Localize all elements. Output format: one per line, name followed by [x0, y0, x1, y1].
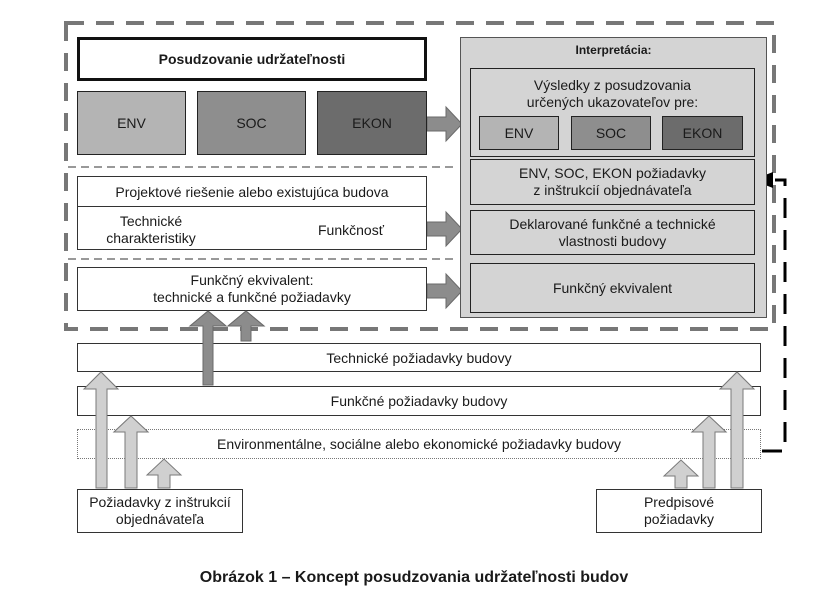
pillar-ekon-label: EKON	[352, 115, 392, 131]
technical-characteristics-line1: Technické	[119, 213, 183, 229]
pillar-soc: SOC	[197, 91, 306, 155]
equivalent-line1: Funkčný ekvivalent:	[190, 272, 314, 288]
client-requirements-box: ENV, SOC, EKON požiadavky z inštrukcií o…	[470, 159, 755, 205]
result-ekon-label: EKON	[682, 125, 723, 141]
results-box: Výsledky z posudzovania určených ukazova…	[470, 68, 755, 157]
regulatory-source-line2: požiadavky	[643, 511, 715, 527]
assessment-title: Posudzovanie udržateľnosti	[158, 51, 346, 67]
client-req-line1: ENV, SOC, EKON požiadavky	[518, 165, 706, 181]
regulatory-source-line1: Predpisové	[643, 494, 715, 510]
feedback-loop-line	[762, 178, 787, 453]
technical-requirements-bar: Technické požiadavky budovy	[77, 343, 761, 372]
arrow-right-icon-building	[426, 210, 463, 248]
technical-requirements-label: Technické požiadavky budovy	[326, 349, 512, 366]
interpretation-title: Interpretácia:	[575, 43, 652, 57]
pillar-env-label: ENV	[117, 115, 146, 131]
arrow-up-icon-client-env	[145, 458, 183, 489]
arrow-right-icon-pillars	[426, 105, 463, 143]
functional-requirements-label: Funkčné požiadavky budovy	[330, 393, 508, 409]
client-source-line1: Požiadavky z inštrukcií	[89, 494, 231, 510]
result-soc: SOC	[571, 116, 651, 150]
equivalent-line2: technické a funkčné požiadavky	[153, 289, 351, 305]
arrow-up-icon-technical	[226, 310, 266, 342]
results-text: Výsledky z posudzovania určených ukazova…	[471, 69, 754, 111]
building-title: Projektové riešenie alebo existujúca bud…	[78, 177, 426, 207]
client-requirements-source: Požiadavky z inštrukcií objednávateľa	[77, 489, 243, 533]
interpretation-panel: Interpretácia: Výsledky z posudzovania u…	[460, 37, 767, 318]
results-line1: Výsledky z posudzovania	[533, 77, 692, 93]
functional-requirements-bar: Funkčné požiadavky budovy	[77, 386, 761, 416]
declared-line1: Deklarované funkčné a technické	[509, 215, 716, 232]
client-req-line2: z inštrukcií objednávateľa	[533, 182, 692, 198]
assessment-title-box: Posudzovanie udržateľnosti	[77, 37, 427, 81]
technical-characteristics: Technické charakteristiky	[96, 213, 206, 247]
functionality-label: Funkčnosť	[318, 222, 384, 238]
functional-equivalent-result: Funkčný ekvivalent	[552, 280, 673, 296]
arrow-right-icon-equivalent	[426, 272, 463, 310]
results-line2: určených ukazovateľov pre:	[526, 94, 699, 110]
result-soc-label: SOC	[595, 125, 627, 141]
declared-properties-box: Deklarované funkčné a technické vlastnos…	[470, 210, 755, 255]
declared-line2: vlastnosti budovy	[558, 232, 667, 249]
esg-requirements-bar: Environmentálne, sociálne alebo ekonomic…	[77, 429, 761, 459]
pillar-env: ENV	[77, 91, 186, 155]
result-env-label: ENV	[504, 125, 534, 141]
client-source-line2: objednávateľa	[115, 511, 205, 527]
functional-equivalent-box: Funkčný ekvivalent: technické a funkčné …	[77, 267, 427, 311]
arrow-up-icon-reg-env	[662, 459, 700, 489]
figure-caption: Obrázok 1 – Koncept posudzovania udržate…	[199, 569, 629, 586]
pillar-soc-label: SOC	[236, 115, 267, 131]
regulatory-requirements-source: Predpisové požiadavky	[596, 489, 762, 533]
pillar-ekon: EKON	[317, 91, 427, 155]
esg-requirements-label: Environmentálne, sociálne alebo ekonomic…	[217, 436, 621, 452]
functional-equivalent-result-box: Funkčný ekvivalent	[470, 263, 755, 313]
building-box: Projektové riešenie alebo existujúca bud…	[77, 176, 427, 250]
result-ekon: EKON	[662, 116, 743, 150]
assessment-scope-frame	[64, 21, 776, 331]
technical-characteristics-line2: charakteristiky	[106, 230, 196, 246]
result-env: ENV	[479, 116, 559, 150]
